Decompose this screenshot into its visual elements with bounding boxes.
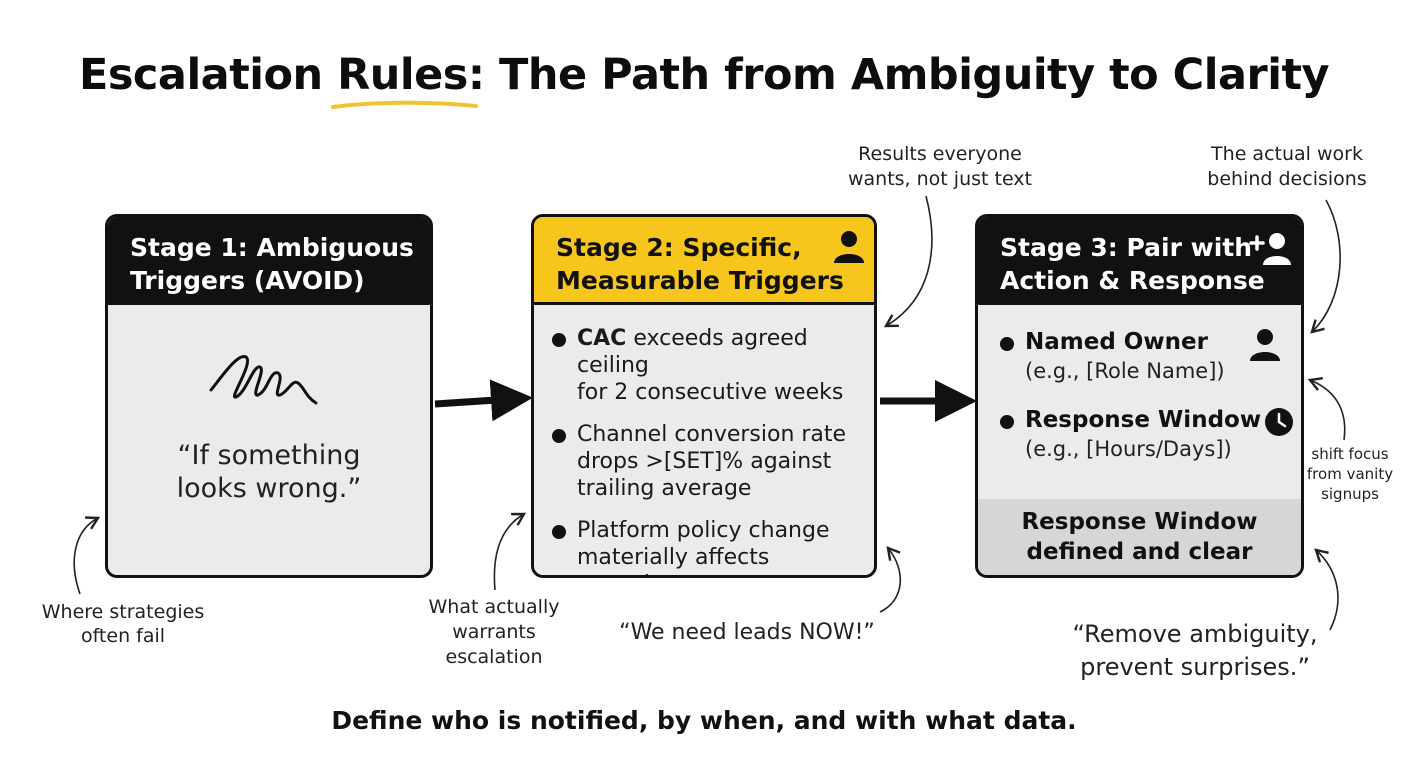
stage-1-title-line1: Stage 1: Ambiguous [130, 233, 414, 262]
annotation-strategies-line2: often fail [80, 625, 166, 647]
annotation-arrow-strategies [73, 516, 101, 595]
list-item: CAC exceeds agreed ceiling for 2 consecu… [550, 325, 864, 406]
annotation-results: Results everyone wants, not just text [835, 142, 1045, 192]
list-item: Channel conversion rate drops >[SET]% ag… [550, 421, 864, 502]
annotation-strategies-line1: Where strategies [41, 601, 205, 623]
stage-3-footer: Response Window defined and clear [978, 499, 1301, 575]
person-icon [834, 231, 864, 263]
annotation-leads: “We need leads NOW!” [619, 620, 875, 645]
named-owner-sub: (e.g., [Role Name]) [1025, 359, 1225, 383]
annotation-shift-line1: shift focus [1311, 445, 1389, 463]
annotation-remove-ambiguity: “Remove ambiguity, prevent surprises.” [1040, 618, 1350, 684]
annotation-shift-focus: shift focus from vanity signups [1300, 444, 1400, 504]
annotation-arrow-actual [1310, 199, 1341, 334]
bullet-3-line2: materially affects targeting [577, 545, 770, 575]
ambiguous-quote-line1: “If something [177, 440, 361, 471]
add-person-icon [1249, 233, 1291, 265]
stage-2-card: Stage 2: Specific, Measurable Triggers C… [531, 214, 877, 578]
ambiguous-quote-line2: looks wrong.” [176, 473, 362, 504]
bullet-1-bold: CAC [577, 326, 627, 351]
named-owner-item: Named Owner (e.g., [Role Name]) [998, 327, 1291, 385]
annotation-remove-line2: prevent surprises.” [1080, 653, 1310, 681]
bullet-dot [1000, 415, 1014, 429]
annotation-arrow-warrants [493, 512, 527, 591]
stage-3-card: Stage 3: Pair with Action & Response Nam… [975, 214, 1304, 578]
annotation-results-line1: Results everyone [858, 143, 1022, 165]
stage-3-title-line2: Action & Response [1000, 266, 1265, 295]
person-icon [1250, 329, 1280, 361]
bullet-dot [1000, 337, 1014, 351]
stage-3-footer-line1: Response Window [1021, 509, 1258, 535]
stage-3-header: Stage 3: Pair with Action & Response [978, 217, 1301, 305]
ambiguous-quote: “If something looks wrong.” [108, 439, 430, 505]
response-window-sub: (e.g., [Hours/Days]) [1025, 437, 1232, 461]
stage-3-footer-line2: defined and clear [1026, 539, 1253, 565]
annotation-results-line2: wants, not just text [847, 168, 1033, 190]
bullet-2-line3: trailing average [577, 476, 752, 501]
annotation-actual-line1: The actual work [1211, 143, 1363, 165]
clock-icon [1265, 408, 1293, 436]
stage-3-title-line1: Stage 3: Pair with [1000, 233, 1253, 262]
annotation-remove-line1: “Remove ambiguity, [1072, 620, 1318, 648]
stage-2-bullet-list: CAC exceeds agreed ceiling for 2 consecu… [550, 325, 864, 575]
list-item: Platform policy change materially affect… [550, 517, 864, 575]
arrow-stage1-to-stage2 [434, 379, 533, 422]
stage-2-title-line1: Stage 2: Specific, [556, 233, 802, 262]
bullet-2-line2: drops >[SET]% against [577, 449, 832, 474]
stage-2-title-line2: Measurable Triggers [556, 266, 844, 295]
annotation-warrants: What actually warrants escalation [414, 595, 574, 670]
bullet-dot [552, 525, 566, 539]
bullet-3-line1: Platform policy change [577, 518, 830, 543]
stage-1-card: Stage 1: Ambiguous Triggers (AVOID) “If … [105, 214, 433, 578]
footer-statement: Define who is notified, by when, and wit… [331, 706, 1077, 735]
title-highlight-underline [331, 100, 478, 109]
annotation-actual-line2: behind decisions [1207, 168, 1367, 190]
annotation-arrow-leads [879, 546, 901, 613]
annotation-shift-line2: from vanity [1306, 465, 1394, 483]
stage-1-title-line2: Triggers (AVOID) [130, 266, 365, 295]
annotation-warrants-line2: warrants [452, 621, 536, 643]
response-window-title: Response Window [1025, 407, 1262, 433]
annotation-arrow-results [883, 195, 933, 328]
bullet-1-line1: exceeds agreed ceiling [577, 326, 808, 378]
annotation-arrow-shift [1307, 377, 1346, 441]
bullet-dot [552, 333, 566, 347]
stage-2-header: Stage 2: Specific, Measurable Triggers [534, 217, 874, 305]
annotation-actual-work: The actual work behind decisions [1196, 142, 1378, 192]
bullet-dot [552, 429, 566, 443]
scribble-icon [209, 355, 318, 405]
named-owner-title: Named Owner [1025, 329, 1208, 355]
bullet-2-line1: Channel conversion rate [577, 422, 847, 447]
annotation-warrants-line1: What actually [428, 596, 560, 618]
response-window-item: Response Window (e.g., [Hours/Days]) [998, 405, 1293, 463]
bullet-1-line2: for 2 consecutive weeks [577, 380, 844, 405]
page-title: Escalation Rules: The Path from Ambiguit… [78, 50, 1330, 100]
annotation-warrants-line3: escalation [445, 646, 543, 668]
stage-1-header: Stage 1: Ambiguous Triggers (AVOID) [108, 217, 430, 305]
annotation-shift-line3: signups [1321, 485, 1379, 503]
annotation-strategies: Where strategies often fail [28, 600, 218, 648]
